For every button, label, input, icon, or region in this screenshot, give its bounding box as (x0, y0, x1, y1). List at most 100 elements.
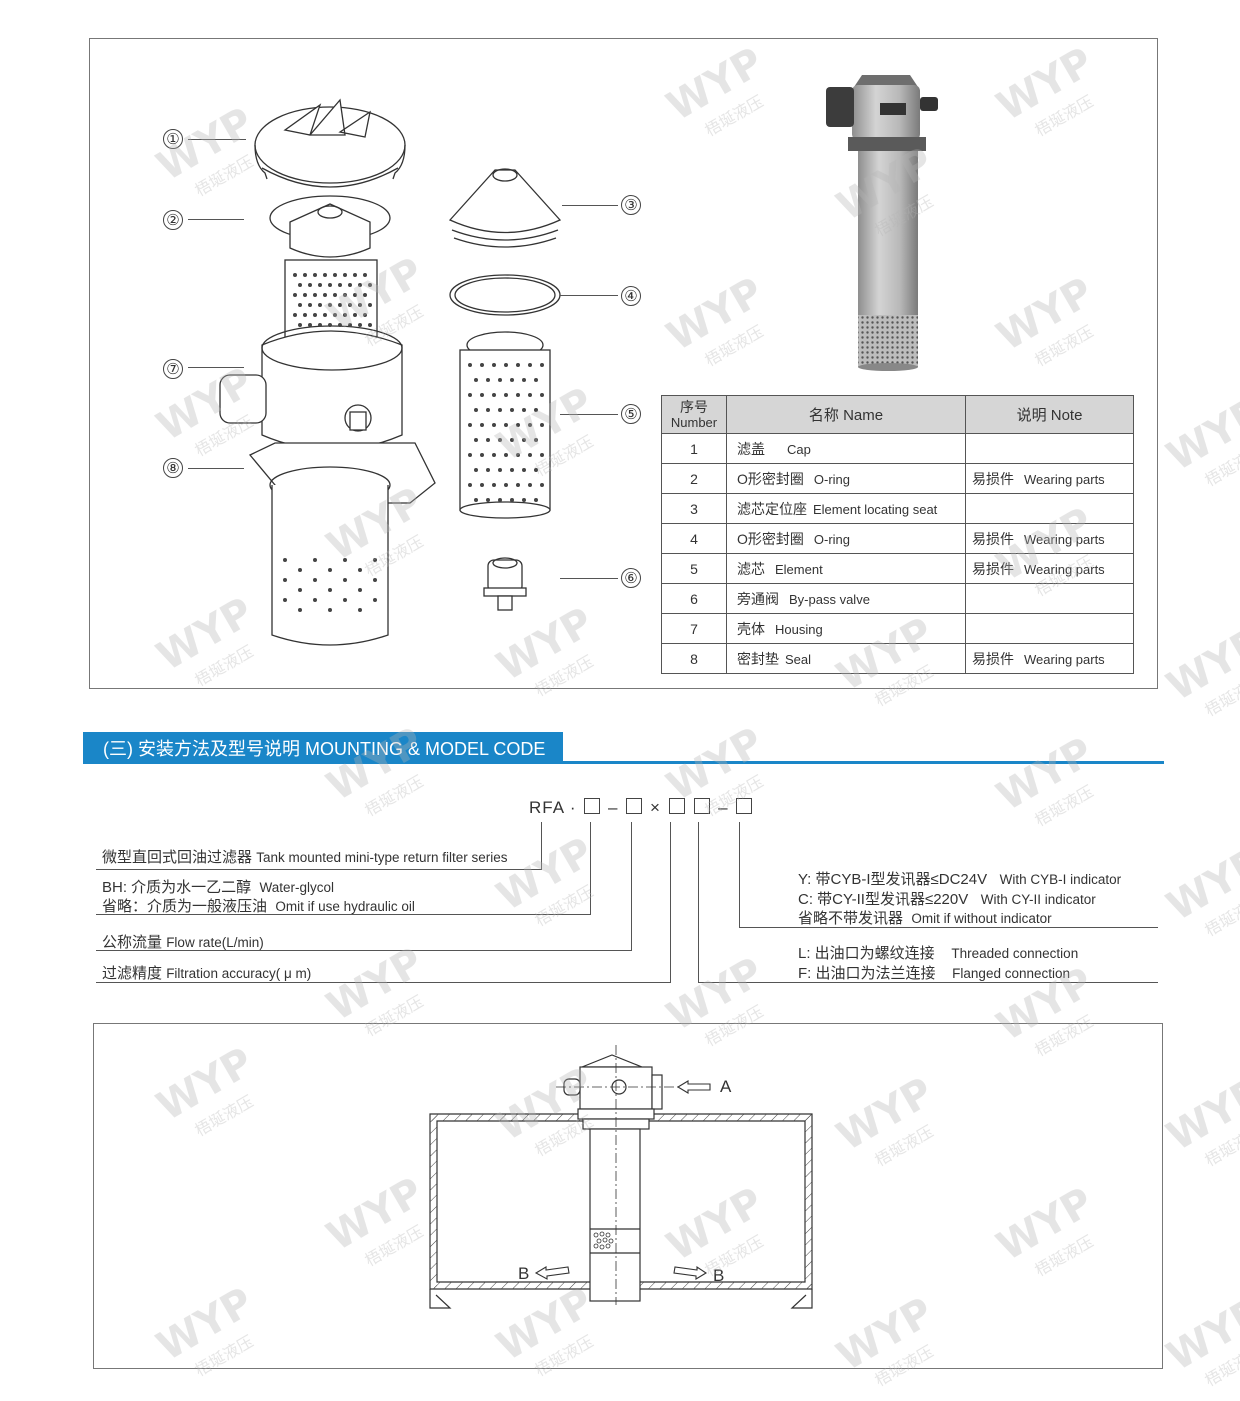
leader-line-1 (188, 139, 246, 141)
code-leader-accuracy-h (96, 982, 671, 984)
name-cn: O形密封圈 (737, 530, 804, 547)
note-en: Wearing parts (1024, 651, 1105, 667)
desc-series-en: Tank mounted mini-type return filter ser… (256, 850, 508, 865)
row-number: 3 (661, 493, 727, 524)
leader-line-7 (188, 367, 244, 369)
watermark-logo: WYP (1159, 1289, 1240, 1381)
code-box-connection (694, 798, 711, 814)
row-number: 8 (661, 643, 727, 674)
parts-table-header: 序号 Number 名称 Name 说明 Note (661, 395, 1134, 434)
watermark-text: 梧埏液压 (1201, 671, 1240, 721)
watermark-text: 梧埏液压 (361, 771, 427, 821)
code-leader-flow-v (631, 822, 633, 951)
watermark-logo: WYP (1159, 619, 1240, 711)
name-cn: 壳体 (737, 620, 765, 637)
callout-8: ⑧ (163, 458, 183, 478)
note-en: Wearing parts (1024, 561, 1105, 577)
watermark-logo: WYP (489, 829, 602, 921)
callout-3: ③ (621, 195, 641, 215)
code-leader-medium-h (96, 914, 591, 916)
header-note: 说明 Note (965, 395, 1134, 434)
desc-indicator-omit: 省略不带发讯器 Omit if without indicator (798, 907, 1052, 928)
leader-line-5 (560, 414, 618, 416)
name-en: Element locating seat (813, 501, 938, 517)
row-note (965, 493, 1134, 524)
table-row: 7 壳体 Housing (661, 613, 1134, 644)
desc-indicator-y-cn: Y: 带CYB-I型发讯器≤DC24V (798, 871, 988, 888)
row-name: 密封垫 Seal (726, 643, 966, 674)
code-leader-indicator-v (739, 822, 741, 928)
section-divider-line (83, 761, 1164, 764)
desc-indicator-omit-en: Omit if without indicator (911, 911, 1052, 926)
watermark-text: 梧埏液压 (1201, 891, 1240, 941)
row-note (965, 613, 1134, 644)
watermark-text: 梧埏液压 (1031, 781, 1097, 831)
callout-4: ④ (621, 286, 641, 306)
desc-indicator-y-en: With CYB-I indicator (999, 872, 1122, 887)
name-en: Housing (775, 621, 823, 637)
watermark-text: 梧埏液压 (531, 881, 597, 931)
desc-indicator-c: C: 带CY-II型发讯器≤220V With CY-II indicator (798, 888, 1096, 909)
watermark-logo: WYP (1159, 1069, 1240, 1161)
name-en: By-pass valve (789, 591, 870, 607)
desc-connection-f: F: 出油口为法兰连接 Flanged connection (798, 962, 1070, 983)
desc-medium-bh-en: Water-glycol (259, 880, 335, 895)
mounting-diagram-panel (93, 1023, 1163, 1369)
outlet-label-b-right: B (713, 1266, 725, 1285)
row-name: 壳体 Housing (726, 613, 966, 644)
watermark-text: 梧埏液压 (1201, 1341, 1240, 1391)
desc-flow-rate: 公称流量 Flow rate(L/min) (102, 931, 264, 952)
row-number: 4 (661, 523, 727, 554)
code-leader-accuracy-v (670, 822, 672, 983)
desc-medium-omit: 省略：介质为一般液压油 Omit if use hydraulic oil (102, 895, 415, 916)
desc-indicator-c-cn: C: 带CY-II型发讯器≤220V (798, 891, 969, 908)
name-cn: 滤盖 (737, 440, 765, 457)
leader-line-2 (188, 219, 244, 221)
code-leader-medium-v (590, 822, 592, 915)
name-en: Seal (785, 651, 812, 667)
row-number: 7 (661, 613, 727, 644)
desc-series: 微型直回式回油过滤器 Tank mounted mini-type return… (102, 846, 508, 867)
note-cn: 易损件 (972, 470, 1014, 487)
code-leader-connection-v (698, 822, 700, 983)
name-cn: O形密封圈 (737, 470, 804, 487)
row-number: 2 (661, 463, 727, 494)
model-prefix: RFA (529, 798, 565, 817)
desc-connection-f-cn: F: 出油口为法兰连接 (798, 965, 936, 982)
watermark-logo: WYP (1159, 389, 1240, 481)
header-number: 序号 Number (661, 395, 727, 434)
name-en: O-ring (813, 471, 851, 487)
name-en: Cap (787, 441, 811, 457)
code-leader-connection-h (698, 982, 1158, 984)
code-box-indicator (736, 798, 753, 814)
callout-5: ⑤ (621, 404, 641, 424)
leader-line-3 (562, 205, 618, 207)
leader-line-8 (188, 468, 244, 470)
row-number: 6 (661, 583, 727, 614)
desc-connection-f-en: Flanged connection (952, 966, 1071, 981)
code-box-accuracy (668, 798, 685, 814)
desc-connection-l-cn: L: 出油口为螺纹连接 (798, 945, 935, 962)
model-times: × (649, 798, 661, 817)
model-dot: · (569, 798, 577, 817)
product-photo (826, 75, 938, 371)
watermark-logo: WYP (319, 939, 432, 1031)
desc-connection-l: L: 出油口为螺纹连接 Threaded connection (798, 942, 1078, 963)
name-cn: 密封垫 (737, 650, 779, 667)
desc-indicator-y: Y: 带CYB-I型发讯器≤DC24V With CYB-I indicator (798, 868, 1121, 889)
